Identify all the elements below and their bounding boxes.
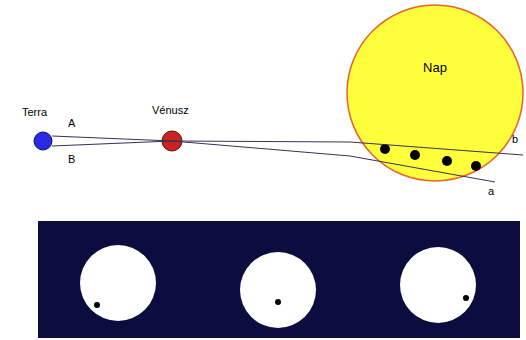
view-panel (38, 221, 520, 338)
point-label: B (68, 153, 75, 166)
venus-shadow (410, 150, 420, 160)
sun-node: Nap (347, 5, 523, 182)
sun-view (80, 245, 156, 321)
point-label: b (512, 133, 518, 146)
node-label: Vénusz (152, 104, 172, 117)
venus-spot (94, 302, 100, 308)
venus-shadow (380, 144, 390, 154)
node-label: Nap (347, 60, 523, 76)
point-label: a (488, 185, 494, 198)
venus-shadow (471, 161, 481, 171)
planet-node: Vénusz (162, 131, 182, 151)
venus-spot (275, 299, 281, 305)
point-label: A (68, 117, 75, 130)
node-label: Terra (22, 106, 40, 119)
venus-shadow (442, 156, 452, 166)
planet-node: Terra (34, 132, 52, 150)
earth-dot (34, 132, 52, 150)
sun-view (400, 247, 476, 323)
venus-spot (463, 295, 469, 301)
sun-view (240, 252, 316, 328)
sun-disc (347, 5, 523, 181)
sight-line (52, 136, 523, 155)
sight-line (52, 141, 495, 182)
